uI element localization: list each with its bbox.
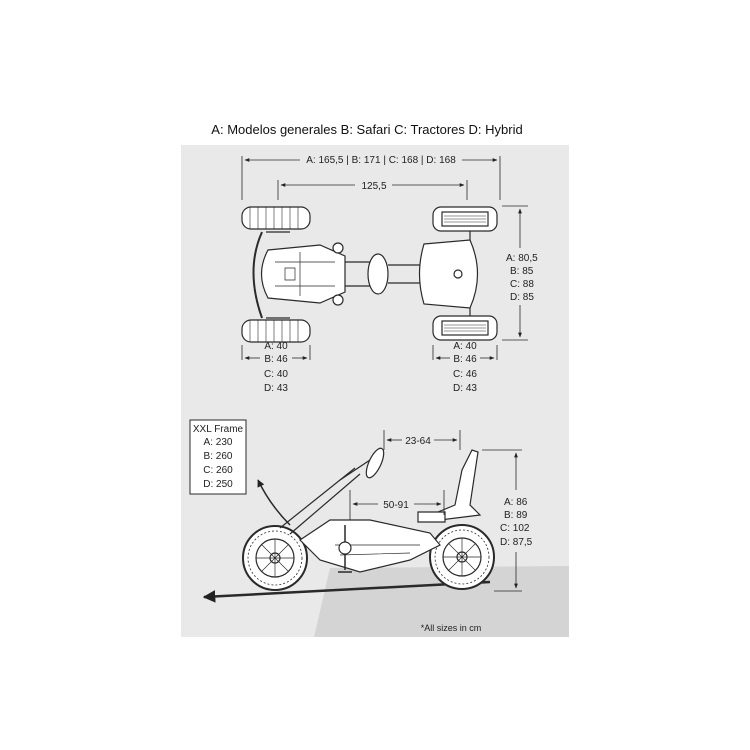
seat-adjust-label: 23-64: [405, 436, 431, 447]
width-label-a: A: 80,5: [506, 253, 538, 264]
front-wheel-side: [242, 525, 308, 591]
diagram-title: A: Modelos generales B: Safari C: Tracto…: [211, 122, 522, 137]
rear-track-c: C: 46: [453, 369, 477, 380]
frame-size-labels: XXL Frame A: 230 B: 260 C: 260 D: 250: [193, 424, 244, 490]
frame-box-c: C: 260: [203, 465, 233, 476]
front-track-b: B: 46: [264, 354, 288, 365]
kart-frame-side: [299, 519, 441, 573]
ground-shadow: [314, 566, 569, 637]
height-label-c: C: 102: [500, 523, 530, 534]
frame-box-d: D: 250: [203, 479, 233, 490]
pedal-range-label: 50-91: [383, 500, 409, 511]
top-view: [241, 156, 528, 360]
front-wheel-top: [241, 206, 311, 230]
seat-top: [418, 239, 479, 309]
rear-track-labels: A: 40 B: 46 C: 46 D: 43: [453, 341, 477, 394]
wheelbase-label: 125,5: [361, 181, 386, 192]
kart-body-top: [260, 244, 346, 304]
width-label-d: D: 85: [510, 292, 534, 303]
width-label-c: C: 88: [510, 279, 534, 290]
frame-box-a: A: 230: [204, 437, 233, 448]
side-view: [202, 430, 522, 603]
frame-size-box: [189, 419, 247, 495]
frame-length-arrow: [257, 479, 291, 526]
width-labels: A: 80,5 B: 85 C: 88 D: 85: [506, 253, 538, 303]
front-track-c: C: 40: [264, 369, 288, 380]
seat-side: [437, 449, 482, 521]
width-label-b: B: 85: [510, 266, 534, 277]
rear-track-a: A: 40: [453, 341, 477, 352]
ground-arrow: [202, 580, 491, 603]
rear-track-d: D: 43: [453, 383, 477, 394]
steering-wheel-side: [365, 447, 385, 479]
footnote: *All sizes in cm: [421, 623, 482, 633]
height-label-b: B: 89: [504, 510, 528, 521]
overall-length-label: A: 165,5 | B: 171 | C: 168 | D: 168: [306, 155, 456, 166]
front-wheel-bottom: [241, 319, 311, 343]
steering-column-side: [339, 459, 371, 481]
steering-wheel-top: [367, 253, 389, 295]
front-track-a: A: 40: [264, 341, 288, 352]
front-track-d: D: 43: [264, 383, 288, 394]
height-label-a: A: 86: [504, 497, 528, 508]
height-labels: A: 86 B: 89 C: 102 D: 87,5: [500, 497, 533, 548]
front-track-labels: A: 40 B: 46 C: 40 D: 43: [264, 341, 288, 394]
rear-wheel-side: [429, 524, 495, 590]
front-bumper: [252, 231, 263, 319]
frame-box-b: B: 260: [204, 451, 233, 462]
height-label-d: D: 87,5: [500, 537, 533, 548]
rear-track-b: B: 46: [453, 354, 477, 365]
frame-box-title: XXL Frame: [193, 424, 244, 435]
